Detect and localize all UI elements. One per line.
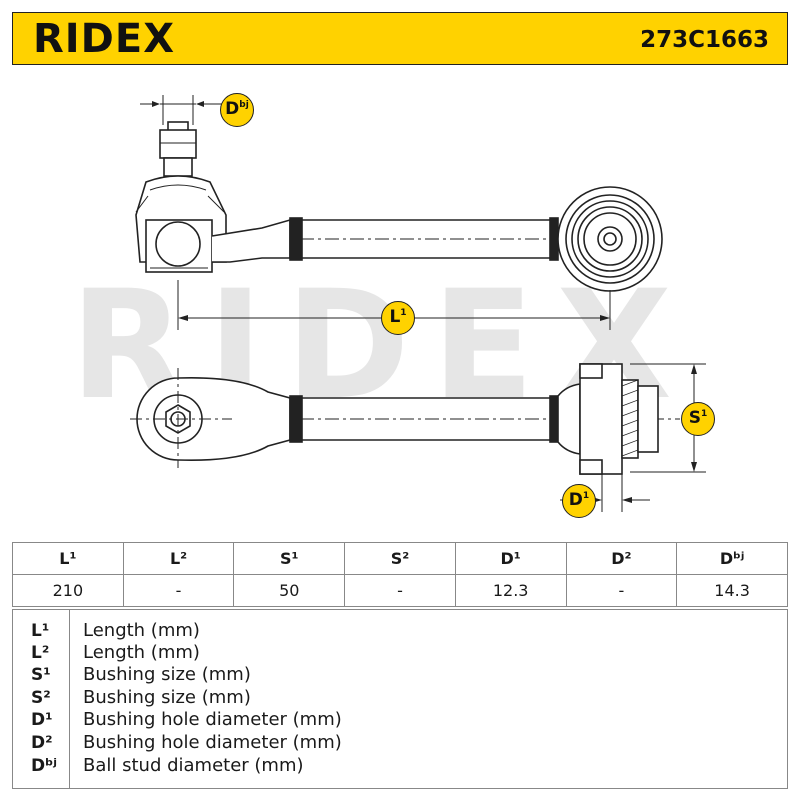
legend-key: S¹ [31, 665, 51, 685]
spec-value-cell: 14.3 [676, 574, 788, 607]
legend-row: D¹ Bushing hole diameter (mm) [13, 709, 787, 731]
technical-drawing: RIDEX [0, 66, 800, 540]
legend-desc: Length (mm) [83, 642, 200, 663]
legend-desc: Bushing size (mm) [83, 664, 251, 685]
legend-row: L¹ Length (mm) [13, 620, 787, 642]
brand-logo: RIDEX [33, 16, 176, 62]
legend-key: Dᵇʲ [31, 756, 57, 776]
legend-desc: Bushing hole diameter (mm) [83, 732, 342, 753]
spec-header-cell: D¹ [454, 542, 567, 575]
l1-badge: L1 [381, 301, 415, 335]
spec-value-cell: - [122, 574, 235, 607]
spec-header-cell: D² [565, 542, 678, 575]
spec-value-cell: 50 [233, 574, 346, 607]
header-bar: RIDEX 273C1663 [12, 12, 788, 65]
spec-table: L¹ L² S¹ S² D¹ D² Dᵇʲ 210 - 50 - 12.3 - … [12, 542, 788, 607]
legend-key: L¹ [31, 621, 50, 641]
legend-desc: Length (mm) [83, 620, 200, 641]
legend-key: S² [31, 688, 51, 708]
legend-row: S¹ Bushing size (mm) [13, 664, 787, 686]
spec-header-cell: Dᵇʲ [676, 542, 788, 575]
legend-desc: Ball stud diameter (mm) [83, 755, 304, 776]
legend-row: D² Bushing hole diameter (mm) [13, 732, 787, 754]
spec-value-cell: 12.3 [454, 574, 567, 607]
side-view [130, 363, 706, 512]
legend-desc: Bushing size (mm) [83, 687, 251, 708]
spec-value-cell: 210 [12, 574, 124, 607]
legend-row: S² Bushing size (mm) [13, 687, 787, 709]
part-drawing-svg [130, 95, 706, 512]
legend-key: D¹ [31, 710, 53, 730]
spec-value-cell: - [565, 574, 678, 607]
spec-header-row: L¹ L² S¹ S² D¹ D² Dᵇʲ [12, 542, 788, 575]
spec-header-cell: S¹ [233, 542, 346, 575]
legend-row: L² Length (mm) [13, 642, 787, 664]
top-view [135, 95, 663, 330]
spec-header-cell: S² [344, 542, 456, 575]
legend-key: L² [31, 643, 50, 663]
legend-row: Dᵇʲ Ball stud diameter (mm) [13, 755, 787, 777]
legend-desc: Bushing hole diameter (mm) [83, 709, 342, 730]
part-number: 273C1663 [640, 27, 769, 53]
s1-badge: S1 [681, 402, 715, 436]
spec-value-row: 210 - 50 - 12.3 - 14.3 [12, 574, 788, 607]
spec-header-cell: L¹ [12, 542, 124, 575]
d1-badge: D1 [562, 484, 596, 518]
legend-key: D² [31, 733, 53, 753]
spec-value-cell: - [344, 574, 456, 607]
dbj-badge: Dbj [220, 93, 254, 127]
spec-header-cell: L² [122, 542, 235, 575]
legend-divider [69, 610, 70, 788]
legend: L¹ Length (mm) L² Length (mm) S¹ Bushing… [12, 609, 788, 789]
